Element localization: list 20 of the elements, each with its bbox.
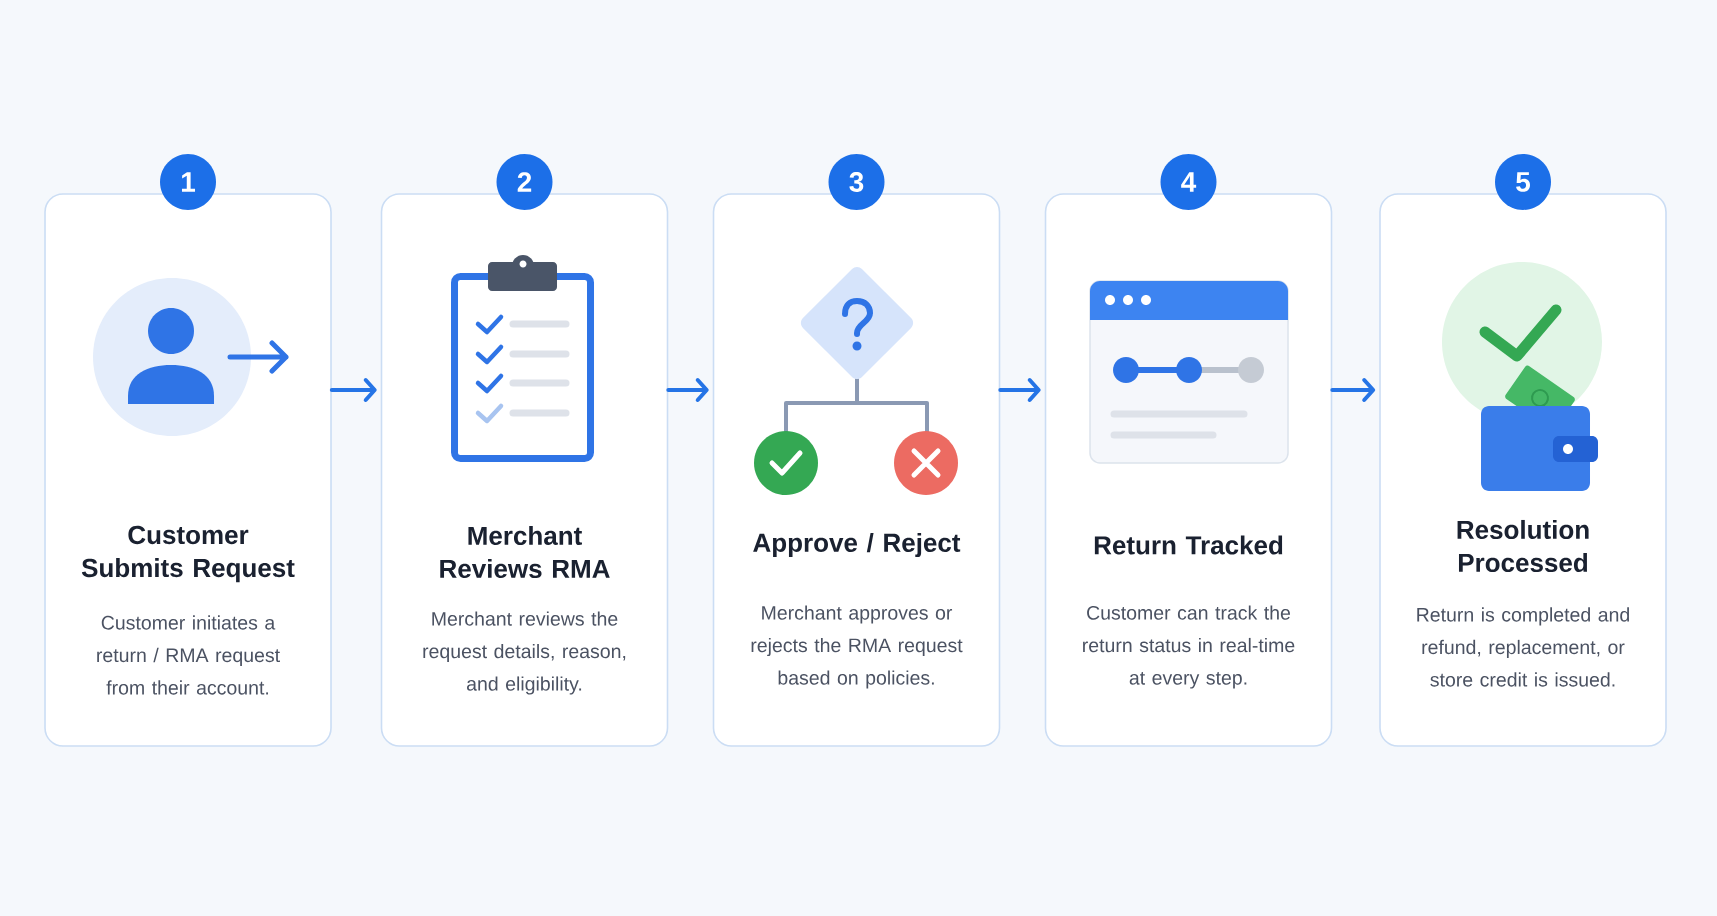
number-badge: 3 bbox=[828, 154, 885, 210]
step-description: Customer can track the return status in real-time at every step. bbox=[1083, 605, 1295, 689]
number-badge: 1 bbox=[160, 154, 216, 210]
step-description: Merchant reviews the request details, reason, and eligibility. bbox=[423, 611, 626, 695]
number-badge: 5 bbox=[1495, 154, 1551, 210]
number-badge: 2 bbox=[496, 154, 553, 210]
step-description: Customer initiates a return / RMA request from their account. bbox=[97, 615, 280, 695]
arrow bbox=[1330, 378, 1376, 402]
step-description: Merchant approves or rejects the RMA request based on policies. bbox=[751, 605, 963, 689]
step-title: Approve / Reject bbox=[753, 532, 961, 558]
step-title: Merchant Reviews RMA bbox=[440, 525, 610, 579]
step-card bbox=[712, 193, 1001, 747]
step-description: Return is completed and refund, replacement, or store credit is issued. bbox=[1417, 607, 1629, 687]
step-title: Resolution Processed bbox=[1457, 519, 1589, 573]
arrow bbox=[998, 378, 1041, 402]
number-badge: 4 bbox=[1160, 154, 1217, 210]
step-title: Customer Submits Request bbox=[81, 525, 295, 583]
step-title: Return Tracked bbox=[1094, 535, 1283, 555]
arrow bbox=[666, 378, 709, 402]
arrow bbox=[329, 378, 377, 402]
